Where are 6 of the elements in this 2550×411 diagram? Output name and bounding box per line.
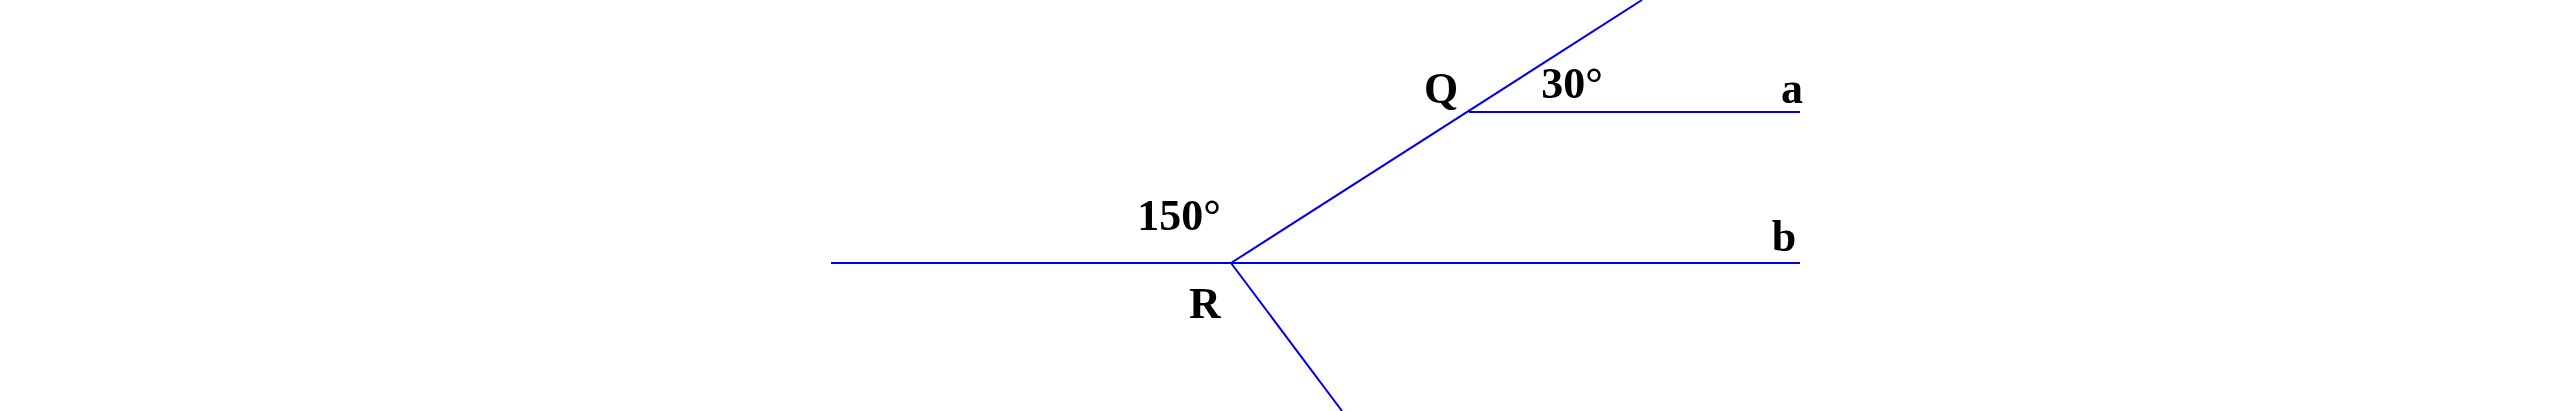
point-label: a <box>1781 67 1803 111</box>
point-label: 30° <box>1541 62 1603 106</box>
point-label: b <box>1771 215 1797 259</box>
point-label: 150° <box>1137 194 1221 238</box>
point-label: R <box>1189 282 1221 326</box>
point-label: Q <box>1423 67 1459 111</box>
